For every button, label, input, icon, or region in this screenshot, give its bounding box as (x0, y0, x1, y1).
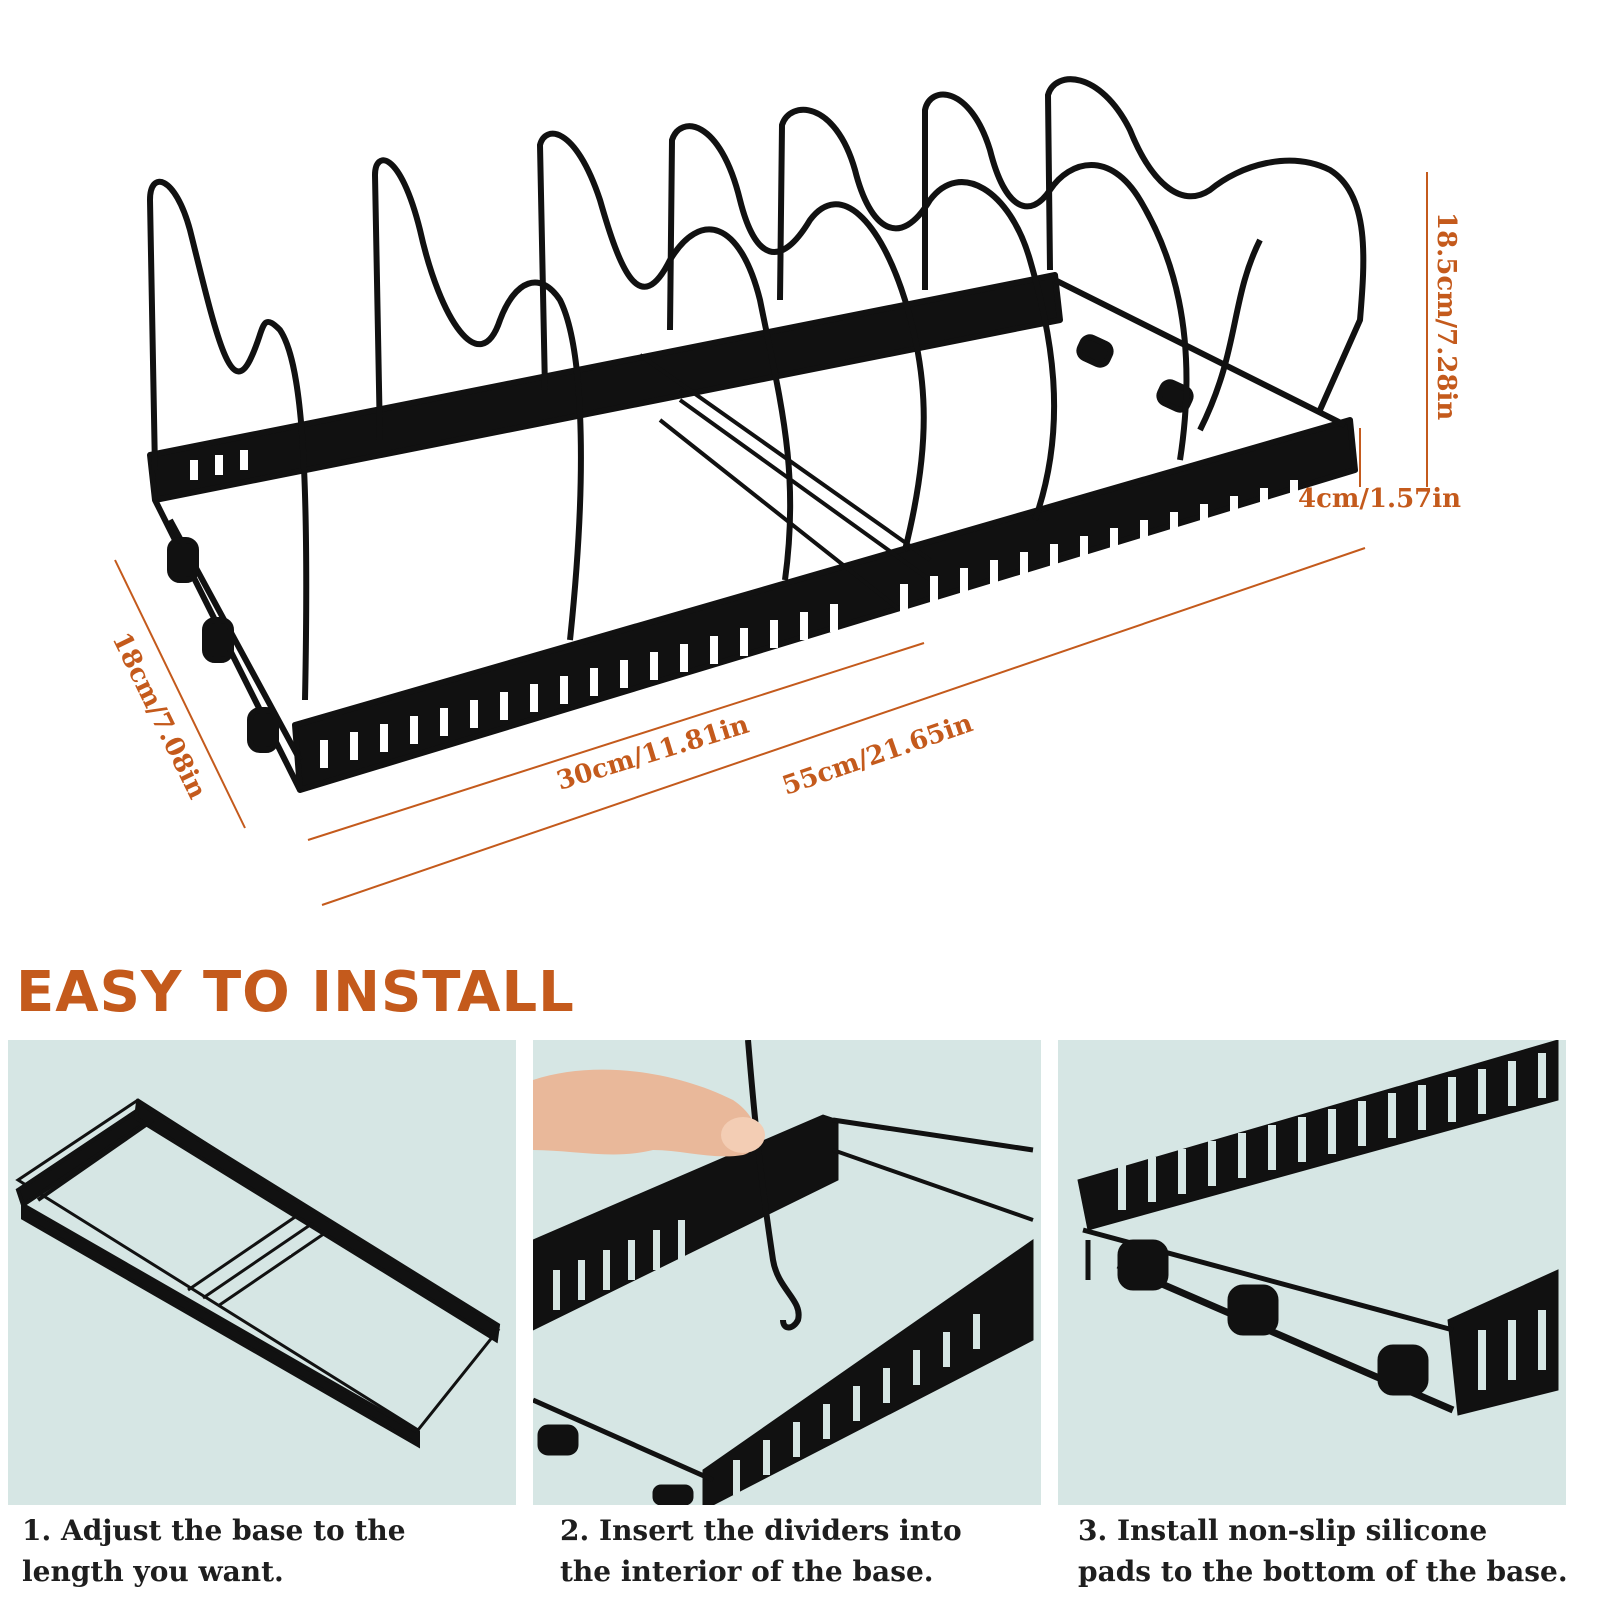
silicone-pads-illustration (1077, 1040, 1559, 1416)
step-2-image (533, 1040, 1041, 1505)
hand-illustration (533, 1069, 765, 1157)
rack-rail-slots (190, 450, 1298, 768)
product-dimension-drawing: 18cm/7.08in 30cm/11.81in 55cm/21.65in 18… (106, 76, 1461, 906)
step-1-image (8, 1040, 516, 1505)
step-1-caption-line1: 1. Adjust the base to the (22, 1514, 406, 1547)
total-width-dimension-line (321, 547, 1366, 906)
base-height-label: 4cm/1.57in (1298, 484, 1461, 514)
section-title: EASY TO INSTALL (16, 960, 575, 1025)
rack-illustration (147, 76, 1367, 793)
height-label: 18.5cm/7.28in (1431, 212, 1461, 420)
step-3-caption-line2: pads to the bottom of the base. (1078, 1555, 1568, 1588)
depth-label: 18cm/7.08in (106, 628, 212, 804)
base-width-label: 30cm/11.81in (553, 710, 752, 797)
insert-divider-illustration (533, 1040, 1034, 1505)
step-2-caption-line1: 2. Insert the dividers into (560, 1514, 962, 1547)
adjust-base-illustration (15, 1098, 501, 1449)
step-1-caption-line2: length you want. (22, 1555, 284, 1588)
base-width-dimension-line (307, 642, 925, 841)
step-3-caption-line1: 3. Install non-slip silicone (1078, 1514, 1488, 1547)
depth-dimension-line (114, 559, 246, 829)
total-width-label: 55cm/21.65in (779, 708, 977, 801)
step-2-caption: 2. Insert the dividers into the interior… (560, 1510, 962, 1592)
step-3-caption: 3. Install non-slip silicone pads to the… (1078, 1510, 1568, 1592)
step-3-image (1058, 1040, 1566, 1505)
step-1-caption: 1. Adjust the base to the length you wan… (22, 1510, 406, 1592)
step-2-caption-line2: the interior of the base. (560, 1555, 934, 1588)
